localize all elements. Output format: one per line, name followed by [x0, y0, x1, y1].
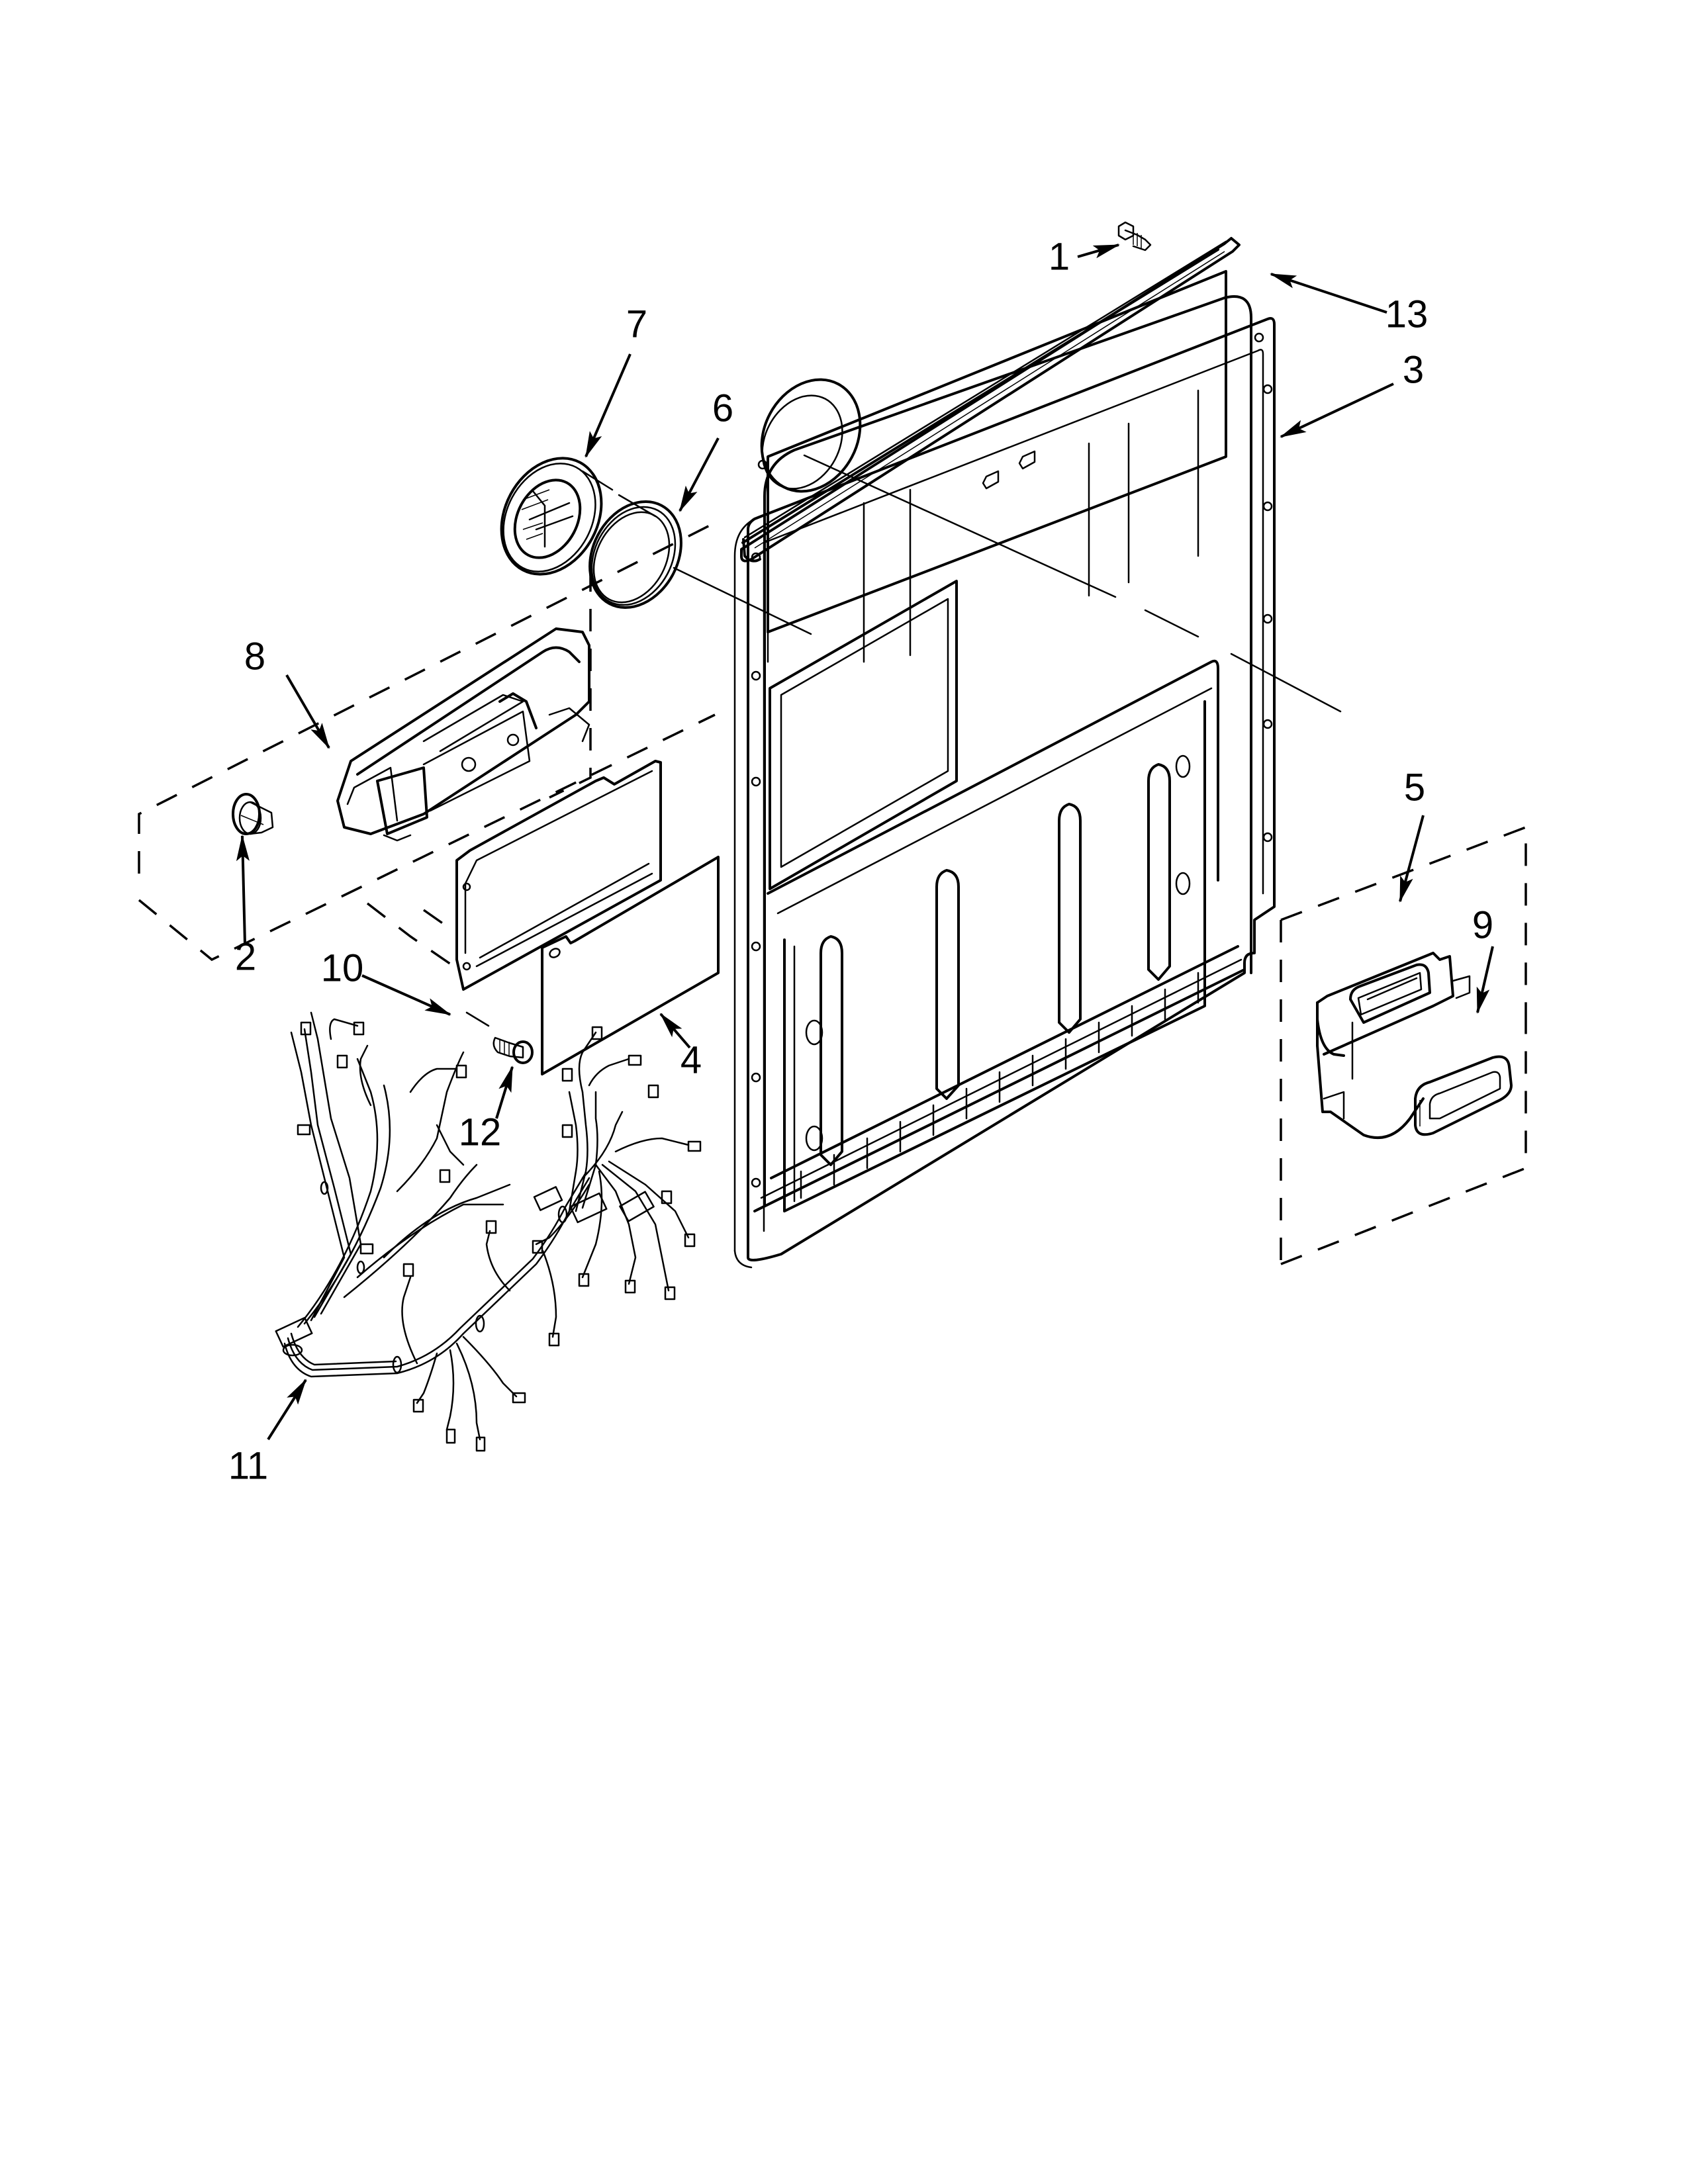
alignment-line-door-vent [803, 454, 1342, 713]
dispenser-knob [232, 793, 274, 835]
alignment-line-7-6 [581, 470, 812, 635]
dispenser-gasket [366, 760, 662, 991]
callout-8: 8 [244, 635, 265, 678]
callout-9: 9 [1472, 903, 1493, 946]
callout-2: 2 [235, 935, 256, 978]
leader-7 [585, 353, 632, 458]
callout-3: 3 [1403, 348, 1424, 391]
callout-5: 5 [1404, 766, 1425, 809]
callout-6: 6 [712, 387, 733, 430]
leader-9 [1476, 946, 1494, 1014]
callout-10: 10 [321, 946, 364, 989]
callout-labels: 1 2 3 4 5 6 7 8 9 10 11 12 13 [228, 235, 1493, 1487]
leader-10 [361, 974, 451, 1016]
leader-3 [1280, 383, 1394, 438]
cover-screw [465, 1011, 534, 1064]
callout-12: 12 [459, 1111, 502, 1154]
gasket-ring [588, 500, 682, 610]
vent-gasket [1414, 1055, 1513, 1136]
door-trim-strip [740, 237, 1241, 563]
leader-lines [236, 244, 1494, 1441]
callout-11: 11 [228, 1444, 268, 1487]
dispenser-cap [500, 457, 603, 576]
leader-4 [659, 1013, 691, 1049]
leader-6 [679, 437, 720, 512]
leader-12 [495, 1066, 514, 1119]
leader-2 [236, 835, 250, 944]
callout-7: 7 [626, 302, 647, 345]
vent-assembly-group [1280, 825, 1527, 1271]
leader-8 [285, 674, 330, 749]
leader-11 [267, 1379, 307, 1441]
wiring-harness [275, 1011, 702, 1452]
cover-plate [541, 856, 720, 1075]
leader-13 [1270, 273, 1387, 314]
leader-5 [1399, 815, 1425, 903]
leader-1 [1077, 244, 1120, 259]
inner-door-panel [733, 270, 1276, 1269]
callout-13: 13 [1385, 293, 1429, 336]
flange-holes [751, 332, 1273, 1188]
dispenser-assembly-group [138, 522, 716, 962]
callout-4: 4 [680, 1038, 702, 1081]
callout-1: 1 [1049, 235, 1070, 278]
top-screw [1117, 221, 1152, 251]
